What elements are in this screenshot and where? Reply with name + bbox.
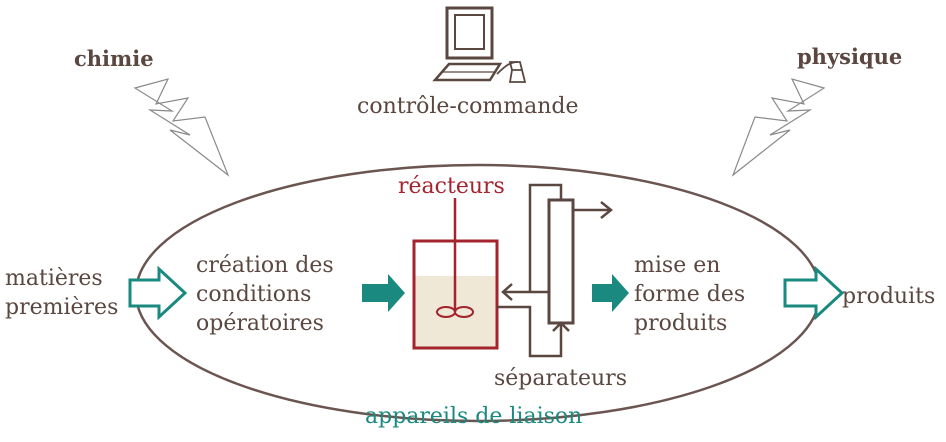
operating-conditions-line-1: création des [196, 253, 334, 278]
output-arrow [783, 265, 845, 321]
lightning-bolt-icon [731, 78, 826, 177]
operating-conditions-label: création des conditions opératoires [196, 251, 334, 338]
raw-materials-line-1: matières [5, 266, 103, 291]
products-label: produits [842, 284, 936, 309]
chimie-label: chimie [74, 46, 154, 71]
raw-materials-line-2: premières [5, 295, 119, 320]
lightning-bolt-icon [133, 78, 230, 177]
raw-materials-label: matières premières [5, 264, 118, 322]
product-shaping-label: mise en forme des produits [634, 251, 745, 338]
stirrer-icon [436, 306, 474, 318]
connection-lines [497, 183, 614, 358]
product-shaping-line-1: mise en [634, 253, 721, 278]
product-shaping-line-2: forme des [634, 282, 746, 307]
separator-column [547, 198, 575, 325]
control-command-label: contrôle-commande [357, 94, 579, 119]
input-arrow [128, 265, 188, 321]
reactor [412, 198, 499, 350]
separators-label: séparateurs [494, 366, 627, 391]
computer-icon [432, 6, 527, 83]
connecting-devices-label: appareils de liaison [365, 404, 583, 429]
arrow-to-shaping [592, 274, 629, 312]
operating-conditions-line-3: opératoires [196, 311, 324, 336]
arrow-to-reactor [362, 274, 405, 312]
physique-label: physique [797, 44, 903, 69]
operating-conditions-line-2: conditions [196, 282, 312, 307]
product-shaping-line-3: produits [634, 311, 728, 336]
reactors-label: réacteurs [398, 174, 505, 199]
